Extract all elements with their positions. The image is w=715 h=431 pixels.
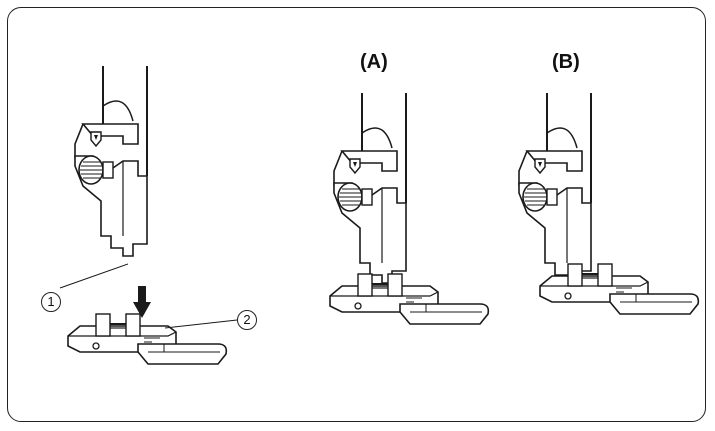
view-label-a: (A) <box>360 51 388 73</box>
view-label-b: (B) <box>552 51 580 73</box>
press-down-arrow-icon <box>133 286 151 318</box>
callout-leader-2 <box>164 319 238 329</box>
callout-2: 2 <box>237 310 257 330</box>
holder-attached-b <box>518 92 592 284</box>
presser-foot-attached-a <box>329 273 490 325</box>
presser-foot-detached <box>67 313 228 365</box>
callout-leader-1 <box>59 263 129 289</box>
callout-1: 1 <box>41 292 61 312</box>
holder-attached-a <box>333 92 407 284</box>
holder-detached <box>74 65 148 257</box>
